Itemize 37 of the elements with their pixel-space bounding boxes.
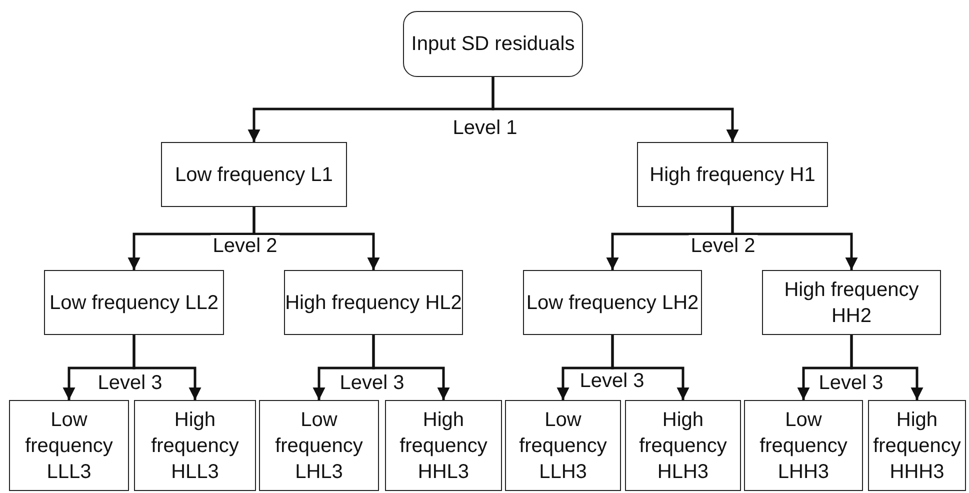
process-box	[637, 142, 828, 207]
arrow	[611, 335, 690, 400]
node-text: Input SD residuals	[411, 32, 575, 57]
process-box	[161, 142, 347, 207]
process-box	[505, 400, 621, 491]
process-box	[523, 270, 702, 335]
process-box	[44, 270, 224, 335]
process-box	[385, 400, 502, 491]
arrow	[731, 207, 858, 270]
process-box	[259, 400, 379, 491]
node-text: High frequency HL2	[285, 290, 462, 316]
process-box	[868, 400, 966, 491]
arrow	[492, 77, 739, 142]
process-box	[625, 400, 741, 491]
node-text: High frequency HLH3	[638, 408, 728, 484]
process-box	[9, 400, 129, 491]
rounded-box	[403, 11, 583, 77]
process-box	[134, 400, 256, 491]
arrow	[372, 335, 450, 400]
node-text: High frequency HHH3	[872, 408, 962, 484]
node-text: Low frequency LLH3	[518, 408, 608, 484]
arrow	[252, 207, 380, 270]
process-box	[284, 270, 463, 335]
arrow	[132, 335, 202, 400]
node-text: Low frequency LHL3	[274, 408, 364, 484]
node-text: High frequency HHL3	[398, 408, 488, 484]
node-text: Low frequency L1	[175, 162, 333, 188]
node-text: High frequency H1	[650, 162, 816, 188]
node-text: Low frequency LLL3	[24, 408, 114, 484]
arrow	[850, 335, 924, 400]
node-text: Low frequency LH2	[526, 290, 699, 316]
node-text: Low frequency LL2	[49, 290, 218, 316]
node-text: Low frequency LHH3	[758, 408, 848, 484]
process-box	[744, 400, 863, 491]
node-text: High frequency HH2	[783, 278, 920, 328]
process-box	[762, 270, 941, 335]
node-text: High frequency HLL3	[150, 408, 240, 484]
